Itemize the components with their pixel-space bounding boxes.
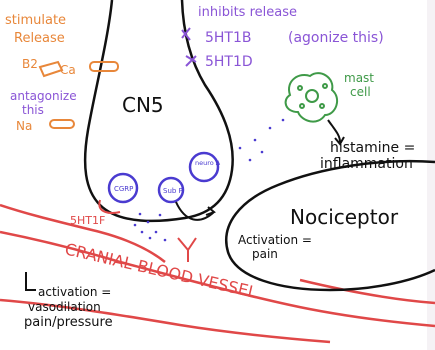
cgrp-label: CGRP xyxy=(114,185,133,193)
this-label: this xyxy=(22,103,44,117)
b2-label: B2 xyxy=(22,57,38,71)
na-label: Na xyxy=(16,119,32,133)
mast-cell-icon xyxy=(286,73,338,121)
vessel-bracket-arrow xyxy=(26,272,36,290)
neuroa-label: neuro A xyxy=(195,159,221,167)
mast-cell-arrow xyxy=(328,120,340,142)
subp-label: Sub P xyxy=(163,187,183,195)
stimulate-label: stimulate xyxy=(5,13,66,28)
vessel-receptor-marker xyxy=(178,238,196,262)
5ht1d-label: 5HT1D xyxy=(205,54,253,70)
cell-label: cell xyxy=(350,85,371,99)
agonize-label: (agonize this) xyxy=(288,30,384,46)
mast-label: mast xyxy=(344,71,374,85)
antagonize-label: antagonize xyxy=(10,89,77,103)
5ht1f-label: 5HT1F xyxy=(70,214,105,227)
activation2-label: activation = xyxy=(38,285,111,299)
histamine-label: histamine = xyxy=(330,140,415,156)
pain-pressure-label: pain/pressure xyxy=(24,315,113,330)
inflammation-label: inflammation xyxy=(320,156,413,172)
release-label: Release xyxy=(14,31,65,46)
activation-label: Activation = xyxy=(238,233,312,247)
5ht1b-label: 5HT1B xyxy=(205,30,252,46)
nociceptor-label: Nociceptor xyxy=(290,205,399,229)
blood-vessel-right-wall xyxy=(300,280,435,303)
cn5-label: CN5 xyxy=(122,93,164,117)
inhibits-label: inhibits release xyxy=(198,5,297,20)
neuroa-vesicle xyxy=(190,153,218,181)
pain-label: pain xyxy=(252,247,278,261)
ca-label: Ca xyxy=(60,63,76,77)
vasodilation-label: vasodilation xyxy=(28,300,101,314)
